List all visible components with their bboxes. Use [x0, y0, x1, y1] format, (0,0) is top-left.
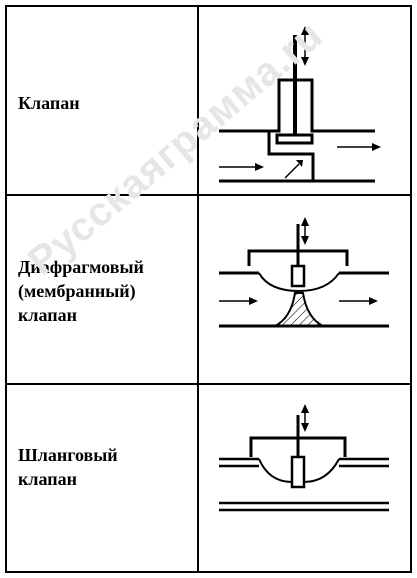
- valve-diagram: [219, 26, 381, 183]
- pinch-valve-diagram: [219, 404, 389, 512]
- row-divider-2: [7, 383, 410, 385]
- row-2-label-line-3: клапан: [18, 305, 77, 325]
- flow-arrow-out-icon: [337, 143, 381, 151]
- compressor: [290, 264, 306, 288]
- row-1-label: Клапан: [18, 91, 193, 115]
- weir: [274, 292, 324, 327]
- row-3-label-line-1: Шланговый: [18, 445, 118, 465]
- valve-disc: [275, 133, 314, 145]
- row-2-label-line-2: (мембранный): [18, 281, 136, 301]
- valve-table: Клапан Диафрагмовый (мембранный) клапан …: [5, 5, 412, 573]
- flow-arrow-up-icon: [284, 160, 303, 179]
- column-divider: [197, 7, 199, 571]
- pinch-bar: [290, 455, 306, 489]
- flow-arrow-in-icon: [219, 297, 258, 305]
- hose-pinch-right: [303, 458, 340, 483]
- hose-pinch-left: [258, 458, 293, 483]
- stem-motion-arrow-icon: [301, 404, 309, 432]
- row-2-label-line-1: Диафрагмовый: [18, 257, 144, 277]
- row-1-label-line-1: Клапан: [18, 93, 80, 113]
- stem-motion-arrow-icon: [301, 26, 309, 66]
- row-3-label-line-2: клапан: [18, 469, 77, 489]
- diaphragm: [258, 272, 340, 293]
- flow-arrow-in-icon: [219, 163, 264, 171]
- flow-arrow-out-icon: [339, 297, 378, 305]
- diaphragm-valve-diagram: [219, 217, 389, 328]
- row-2-label: Диафрагмовый (мембранный) клапан: [18, 255, 193, 327]
- row-3-label: Шланговый клапан: [18, 443, 193, 491]
- row-divider-1: [7, 194, 410, 196]
- stem-motion-arrow-icon: [301, 217, 309, 245]
